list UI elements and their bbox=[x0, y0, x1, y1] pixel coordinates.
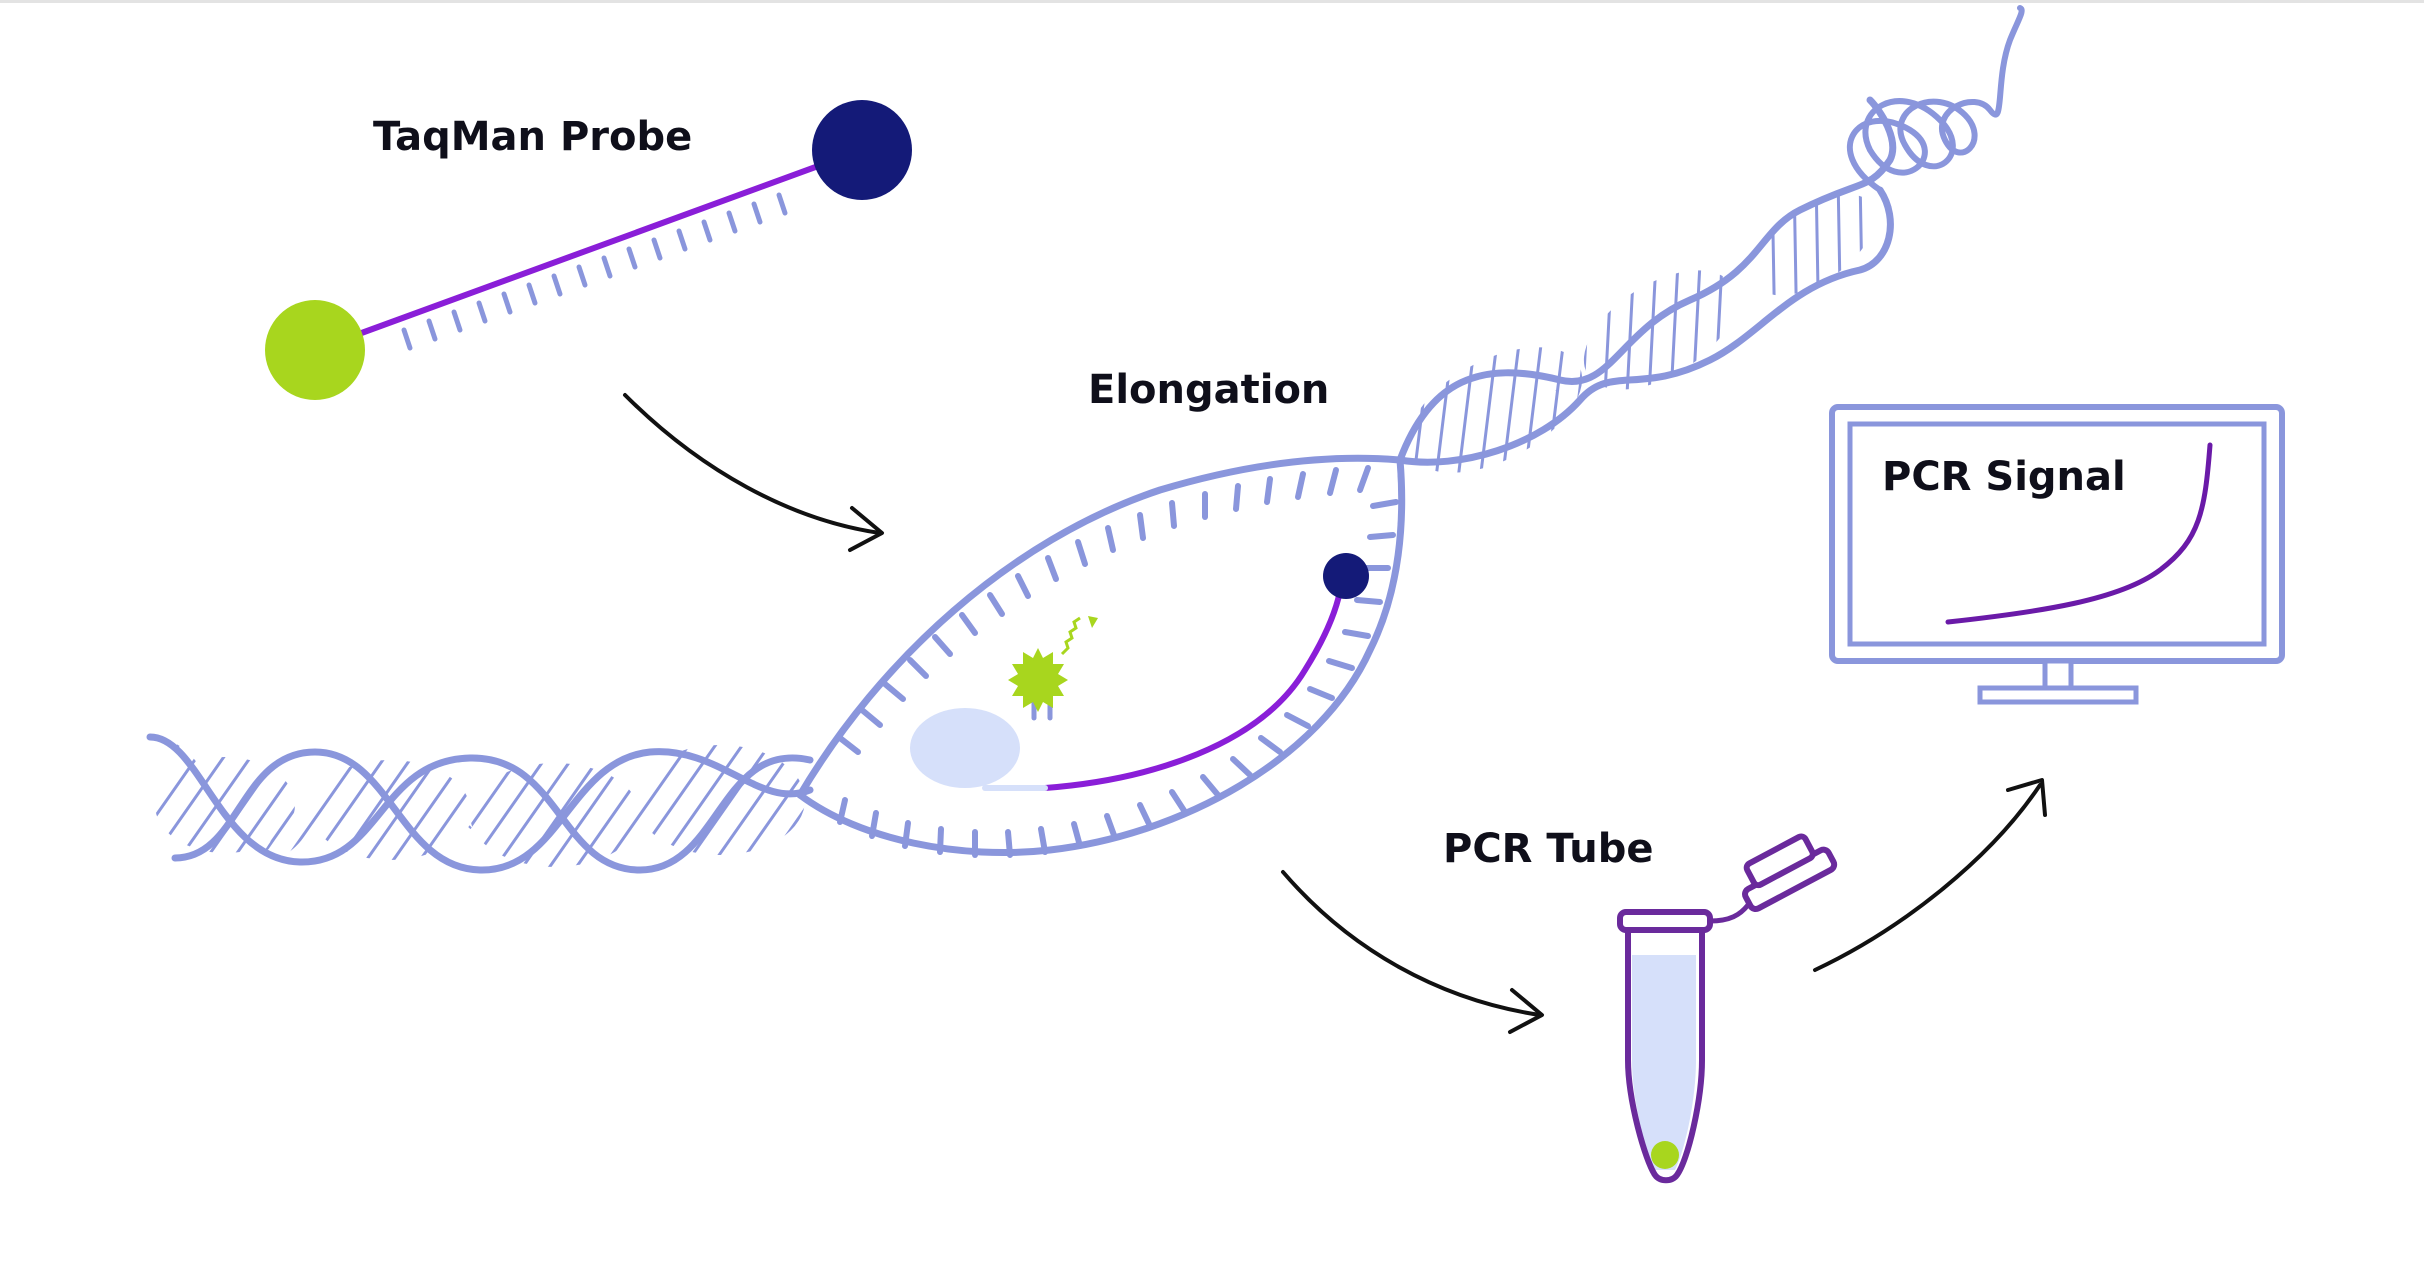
arrow-elongation-to-tube bbox=[1281, 870, 1542, 1017]
dna-helix-right bbox=[1396, 5, 2025, 473]
dna-lobe bbox=[310, 760, 470, 860]
released-reporter-icon bbox=[1008, 616, 1098, 712]
tube-body bbox=[1625, 928, 1705, 1184]
dna-helix-left bbox=[146, 733, 814, 874]
monitor-neck bbox=[2042, 658, 2074, 692]
arrow-tube-to-signal bbox=[1813, 783, 2042, 972]
top-border bbox=[0, 0, 2424, 3]
replication-bubble bbox=[796, 454, 1406, 858]
dna-lobe bbox=[155, 757, 295, 853]
tube-cap-top bbox=[1743, 833, 1816, 889]
dna-strand-b bbox=[171, 748, 814, 874]
tube-hinge bbox=[1709, 903, 1750, 924]
dna-strand-a bbox=[146, 733, 814, 874]
taqman-probe bbox=[265, 100, 912, 400]
probe-strand-bound bbox=[1042, 575, 1345, 791]
bubble-lower-rungs bbox=[837, 499, 1399, 858]
bound-probe bbox=[982, 553, 1369, 791]
label-taqman-probe: TaqMan Probe bbox=[373, 114, 692, 160]
bubble-lower-strand bbox=[796, 456, 1406, 857]
arrowhead bbox=[848, 506, 884, 552]
tube-liquid bbox=[1632, 955, 1696, 1170]
label-elongation: Elongation bbox=[1088, 367, 1329, 413]
dna-unwinding-tail bbox=[1846, 5, 2025, 193]
bubble-upper-rungs bbox=[837, 465, 1371, 755]
pcr-tube-icon bbox=[1617, 833, 1838, 1184]
tube-pellet bbox=[1651, 1141, 1679, 1169]
tube-rim bbox=[1617, 909, 1713, 933]
reporter-dye-icon bbox=[265, 300, 365, 400]
probe-rungs bbox=[401, 192, 788, 351]
monitor-screen bbox=[1847, 421, 2267, 647]
arrowhead bbox=[2006, 778, 2047, 817]
dna-lobe bbox=[470, 763, 640, 867]
dna-strand-a bbox=[1396, 96, 1897, 464]
arrow-probe-to-elongation bbox=[623, 393, 882, 535]
dna-lobe bbox=[1754, 194, 1876, 296]
fluorescence-emission-arrow bbox=[1060, 616, 1081, 656]
pcr-signal-curve bbox=[1945, 442, 2213, 625]
dna-strand-b bbox=[1396, 186, 1894, 466]
arrowhead bbox=[1508, 988, 1544, 1034]
monitor-icon bbox=[1829, 404, 2285, 705]
probe-strand bbox=[312, 147, 865, 353]
flow-arrows bbox=[623, 393, 2047, 1034]
quencher-dot-bound bbox=[1323, 553, 1369, 599]
dna-lobe bbox=[635, 745, 805, 855]
label-pcr-signal: PCR Signal bbox=[1882, 454, 2126, 500]
polymerase-enzyme bbox=[910, 708, 1020, 788]
monitor-base bbox=[1977, 685, 2139, 705]
bubble-upper-strand bbox=[796, 454, 1404, 799]
quencher-dye-icon bbox=[812, 100, 912, 200]
label-pcr-tube: PCR Tube bbox=[1443, 826, 1654, 872]
